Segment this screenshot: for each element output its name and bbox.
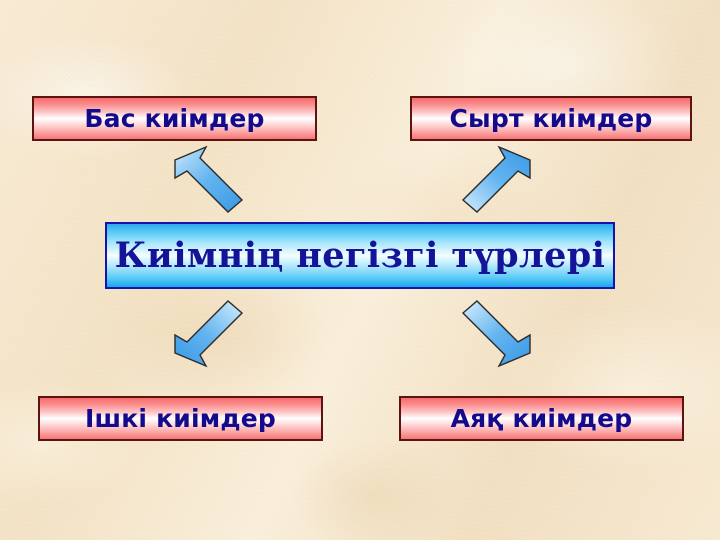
node-foot-clothes[interactable]: Аяқ киімдер — [399, 396, 684, 441]
arrow-down-right-icon — [461, 300, 531, 368]
node-head-clothes-label: Бас киімдер — [84, 104, 265, 133]
arrow-down-left-icon — [174, 300, 244, 368]
node-center-label: Киімнің негізгі түрлері — [114, 235, 606, 276]
node-center-main-types[interactable]: Киімнің негізгі түрлері — [105, 222, 615, 289]
node-foot-clothes-label: Аяқ киімдер — [450, 404, 633, 433]
node-inner-clothes-label: Ішкі киімдер — [84, 404, 277, 433]
arrow-up-right-icon — [461, 145, 531, 213]
arrow-up-left-icon — [174, 145, 244, 213]
node-outer-clothes-label: Сырт киімдер — [449, 104, 653, 133]
node-inner-clothes[interactable]: Ішкі киімдер — [38, 396, 323, 441]
node-head-clothes[interactable]: Бас киімдер — [32, 96, 317, 141]
node-outer-clothes[interactable]: Сырт киімдер — [410, 96, 692, 141]
